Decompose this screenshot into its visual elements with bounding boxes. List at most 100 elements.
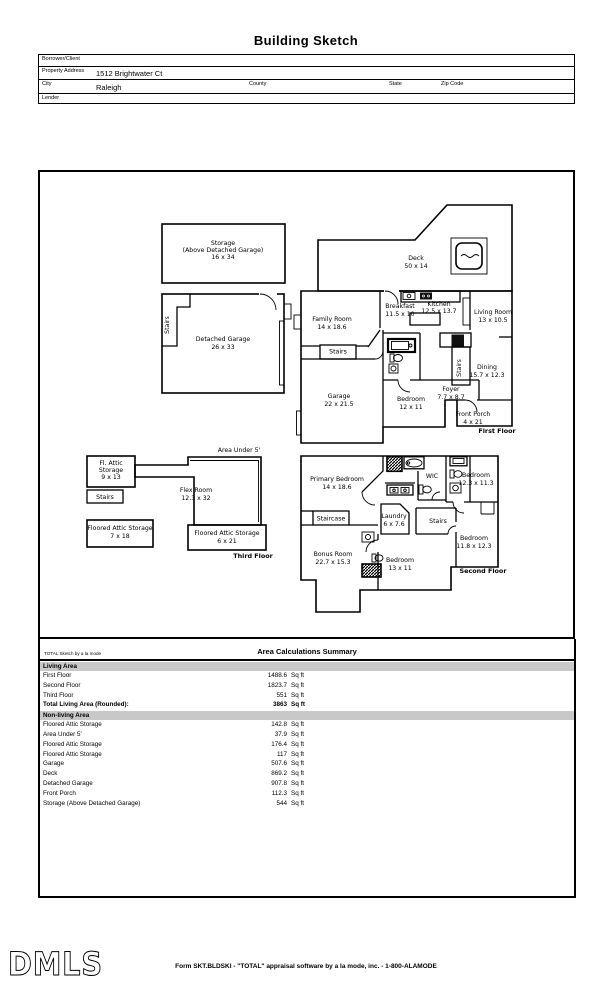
family-room-label: Family Room bbox=[312, 316, 352, 323]
row-unit: Sq ft bbox=[291, 730, 304, 738]
property-info-table: Borrower/Client Property Address 1512 Br… bbox=[38, 54, 575, 104]
deck-dims: 50 x 14 bbox=[404, 263, 427, 270]
storage-sublabel: (Above Detached Garage) bbox=[183, 247, 264, 254]
detached-garage-label: Detached Garage bbox=[196, 336, 251, 343]
foyer-dims: 7.7 x 8.7 bbox=[437, 394, 464, 401]
bedroom4-dims: 13 x 11 bbox=[388, 565, 411, 572]
table-row: Front Porch 112.3 Sq ft bbox=[40, 789, 574, 799]
kitchen-dims: 12.5 x 13.7 bbox=[421, 308, 456, 315]
storage-label: Storage bbox=[211, 240, 235, 247]
table-row: Second Floor 1823.7 Sq ft bbox=[40, 681, 574, 691]
dmls-logo: DMLS bbox=[8, 946, 103, 984]
table-row: Detached Garage 907.8 Sq ft bbox=[40, 779, 574, 789]
row-label: Garage bbox=[43, 760, 65, 768]
bonus-room-dims: 22.7 x 15.3 bbox=[315, 559, 350, 566]
vanity2-icon bbox=[449, 456, 468, 467]
shower2-icon bbox=[361, 563, 382, 578]
second-floor-caption: Second Floor bbox=[460, 567, 508, 575]
summary-title: Area Calculations Summary bbox=[257, 647, 357, 656]
row-label: Floored Attic Storage bbox=[43, 750, 102, 758]
row-value: 3863 bbox=[272, 701, 287, 709]
double-vanity-icon bbox=[386, 484, 414, 496]
property-address-value: 1512 Brightwater Ct bbox=[96, 69, 163, 78]
secondfloor-stairs-label: Stairs bbox=[429, 518, 447, 525]
fl-attic-label1: Fl. Attic bbox=[99, 460, 123, 467]
city-row: City Raleigh County State Zip Code bbox=[39, 80, 574, 94]
row-unit: Sq ft bbox=[291, 721, 304, 729]
row-unit: Sq ft bbox=[291, 799, 304, 807]
lender-row: Lender bbox=[39, 94, 574, 105]
attic-storage6-dims: 6 x 21 bbox=[217, 538, 236, 545]
row-label: Detached Garage bbox=[43, 779, 93, 787]
attic-storage7-dims: 7 x 18 bbox=[110, 533, 129, 540]
borrower-label: Borrower/Client bbox=[42, 56, 80, 62]
row-label: Floored Attic Storage bbox=[43, 740, 102, 748]
row-value: 112.3 bbox=[271, 789, 287, 797]
row-label: Floored Attic Storage bbox=[43, 721, 102, 729]
row-label: Total Living Area (Rounded): bbox=[43, 701, 129, 709]
fl-attic-label2: Storage bbox=[99, 467, 123, 474]
row-unit: Sq ft bbox=[291, 691, 304, 699]
kitchen-label: Kitchen bbox=[427, 301, 450, 308]
sketch-canvas: Storage (Above Detached Garage) 16 x 34 … bbox=[38, 170, 575, 639]
property-address-row: Property Address 1512 Brightwater Ct bbox=[39, 67, 574, 80]
nonliving-area-header: Non-living Area bbox=[40, 711, 574, 721]
bedroom3-dims: 11.8 x 12.3 bbox=[456, 543, 491, 550]
bonus-room-label: Bonus Room bbox=[314, 551, 353, 558]
laundry-label: Laundry bbox=[381, 513, 407, 520]
row-value: 142.8 bbox=[271, 721, 287, 729]
area-under-5-label: Area Under 5' bbox=[218, 447, 261, 454]
row-value: 551 bbox=[276, 691, 287, 699]
storage-dims: 16 x 34 bbox=[211, 254, 234, 261]
row-unit: Sq ft bbox=[291, 750, 304, 758]
zip-label: Zip Code bbox=[441, 81, 464, 87]
family-room-dims: 14 x 18.6 bbox=[317, 324, 346, 331]
city-value: Raleigh bbox=[96, 83, 122, 92]
row-value: 869.2 bbox=[271, 770, 287, 778]
total-sketch-watermark: TOTAL Sketch by a la mode bbox=[44, 651, 102, 656]
table-row: First Floor 1488.6 Sq ft bbox=[40, 671, 574, 681]
shower-icon bbox=[386, 455, 403, 473]
summary-header: TOTAL Sketch by a la mode Area Calculati… bbox=[40, 639, 574, 661]
living-room-label: Living Room bbox=[474, 309, 512, 316]
dining-dims: 15.7 x 12.3 bbox=[469, 372, 504, 379]
bedroom2-label: Bedroom bbox=[462, 472, 490, 479]
laundry-dims: 6 x 7.6 bbox=[383, 521, 404, 528]
second-floor-plan: Primary Bedroom 14 x 18.6 WIC Bedroom 12… bbox=[300, 455, 508, 613]
fl-attic-dims: 9 x 13 bbox=[101, 474, 120, 481]
deck-label: Deck bbox=[408, 255, 424, 262]
row-unit: Sq ft bbox=[291, 701, 305, 709]
table-row: Third Floor 551 Sq ft bbox=[40, 691, 574, 701]
foyer-label: Foyer bbox=[442, 386, 460, 393]
table-row: Area Under 5' 37.9 Sq ft bbox=[40, 730, 574, 740]
row-value: 544 bbox=[276, 799, 287, 807]
table-row: Deck 869.2 Sq ft bbox=[40, 769, 574, 779]
staircase-label: Staircase bbox=[317, 516, 346, 523]
detached-garage-dims: 26 x 33 bbox=[211, 344, 234, 351]
porch-label: Front Porch bbox=[456, 411, 491, 418]
row-label: Deck bbox=[43, 770, 58, 778]
attic-storage7-label: Floored Attic Storage bbox=[87, 525, 152, 532]
wic-label: WIC bbox=[426, 473, 438, 480]
area-calculations-summary: TOTAL Sketch by a la mode Area Calculati… bbox=[38, 639, 576, 898]
bedroom4-label: Bedroom bbox=[386, 557, 414, 564]
city-label: City bbox=[42, 81, 52, 87]
row-value: 117 bbox=[276, 750, 287, 758]
row-value: 1823.7 bbox=[267, 681, 287, 689]
bathtub-icon bbox=[386, 337, 417, 354]
table-row: Storage (Above Detached Garage) 544 Sq f… bbox=[40, 799, 574, 809]
row-unit: Sq ft bbox=[291, 681, 304, 689]
flex-room-dims: 12.3 x 32 bbox=[181, 495, 210, 502]
row-label: Front Porch bbox=[43, 789, 76, 797]
total-living-area-row: Total Living Area (Rounded): 3863 Sq ft bbox=[40, 700, 574, 710]
breakfast-label: Breakfast bbox=[385, 303, 415, 310]
detached-garage-plan: Stairs Detached Garage 26 x 33 bbox=[161, 291, 292, 394]
first-floor-caption: First Floor bbox=[478, 427, 516, 435]
primary-bedroom-label: Primary Bedroom bbox=[310, 476, 364, 483]
sink2-icon bbox=[449, 482, 462, 494]
living-room-dims: 13 x 10.5 bbox=[478, 317, 507, 324]
bedroom1-dims: 12 x 11 bbox=[399, 404, 422, 411]
powder-sink-icon bbox=[361, 531, 375, 543]
table-row: Floored Attic Storage 176.4 Sq ft bbox=[40, 740, 574, 750]
